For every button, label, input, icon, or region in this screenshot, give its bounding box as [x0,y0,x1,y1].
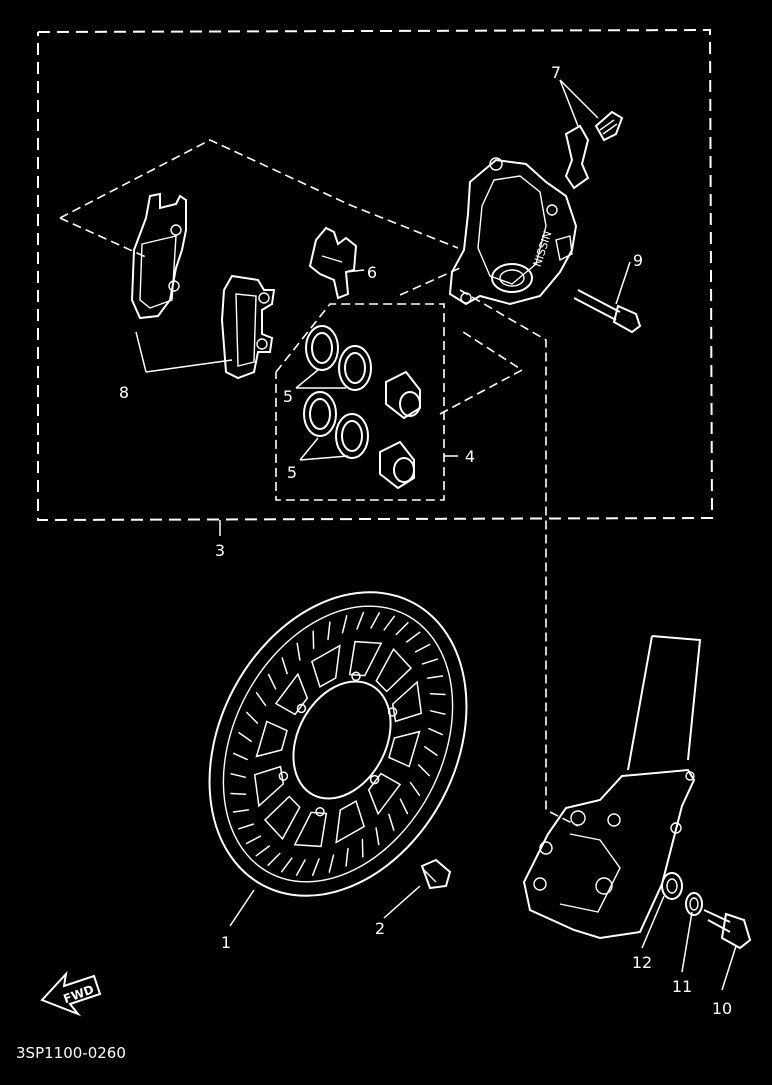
disc-slot [238,823,255,830]
disc-spoke-window [293,811,328,848]
disc-slot [281,657,288,675]
disc-spoke-window [253,765,285,808]
disc-spoke-window [391,680,423,723]
caliper-mounting-bolt [703,909,752,950]
disc-spoke-window [388,730,421,768]
disc-bolt-hole [387,707,398,717]
pad-spring [308,226,358,300]
assembly-lines [59,139,579,827]
disc-slot [417,764,431,777]
disc-slot [238,732,252,742]
disc-slot [356,612,365,630]
bleed-screw [564,110,624,190]
disc-slot [230,773,246,778]
disc-slot [230,792,247,795]
caliper-marking: NISSIN [531,229,555,268]
disc-spoke-window [348,640,383,677]
part-label-4: 4 [465,447,475,466]
disc-spoke-window [255,720,288,758]
disc-slot [430,710,446,715]
disc-spoke-window [335,800,365,844]
disc-bolt [420,858,452,890]
disc-ventilation-slots [230,612,446,876]
label-leaders [135,79,737,991]
disc-spoke-window [311,644,341,688]
disc-slot [311,858,320,876]
disc-spoke-window [367,772,402,816]
disc-slot [328,854,335,873]
disc-slot [383,615,396,631]
part-label-12: 12 [632,953,652,972]
piston-seal [303,325,372,459]
part-label-8: 8 [119,383,129,402]
disc-bolt-hole [296,703,307,714]
disc-slot [267,852,281,866]
part-label-11: 11 [672,977,692,996]
disc-bolt-hole [278,771,289,781]
disc-spoke-window [263,795,301,841]
disc-slot [424,746,438,756]
front-fork-leg [522,635,702,940]
disc-slot [399,798,409,815]
part-label-10: 10 [712,999,732,1018]
part-label-9: 9 [633,251,643,270]
disc-slot [414,643,431,653]
part-label-6: 6 [367,263,377,282]
disc-slot [255,692,267,707]
lock-washer [685,892,703,916]
part-label-3: 3 [215,541,225,560]
disc-slot [345,847,349,867]
disc-slot [232,809,250,813]
disc-slot [245,711,259,724]
disc-bolt-holes [278,671,398,817]
disc-spoke-windows [253,640,423,848]
disc-slot [409,781,421,796]
disc-bolt-hole [315,806,325,817]
disc-slot [388,813,395,831]
disc-slot [370,612,381,629]
disc-slot [395,622,409,636]
disc-slot [341,615,348,634]
disc-slot [421,658,438,665]
disc-spoke-window [274,672,309,716]
disc-spoke-window [375,647,413,693]
brake-pad-rear [220,274,276,380]
part-label-1: 1 [221,933,231,952]
plain-washer [661,872,683,900]
part-label-2: 2 [375,919,385,938]
disc-slot [267,673,277,690]
brake-disc [208,591,468,897]
caliper-bolt [573,289,642,334]
brake-pad-front [130,192,187,320]
caliper-piston [379,370,421,490]
disc-slot [327,621,331,641]
disc-slot [295,859,306,876]
part-label-5-lower: 5 [287,463,297,482]
diagram-code: 3SP1100-0260 [16,1044,126,1062]
fwd-arrow-icon: FWD [40,970,102,1017]
disc-bolt-hole [351,671,361,682]
part-label-7: 7 [551,63,561,82]
disc-slot [233,752,248,761]
disc-slot [426,675,444,679]
disc-slot [245,835,262,845]
disc-slot [280,857,293,873]
disc-slot [428,727,443,736]
disc-slot [429,693,446,696]
disc-bolt-hole [369,774,380,785]
caliper-assembly-boundary [37,28,714,536]
brake-caliper: NISSIN [448,157,578,306]
part-label-5-upper: 5 [283,387,293,406]
disc-slot [375,827,380,846]
disc-slot [296,642,301,661]
disc-slot [406,631,421,643]
seal-kit-boundary [275,303,458,501]
part-labels: 1 2 3 4 5 5 6 7 8 9 10 11 12 [119,63,732,1018]
disc-slot [255,845,270,857]
